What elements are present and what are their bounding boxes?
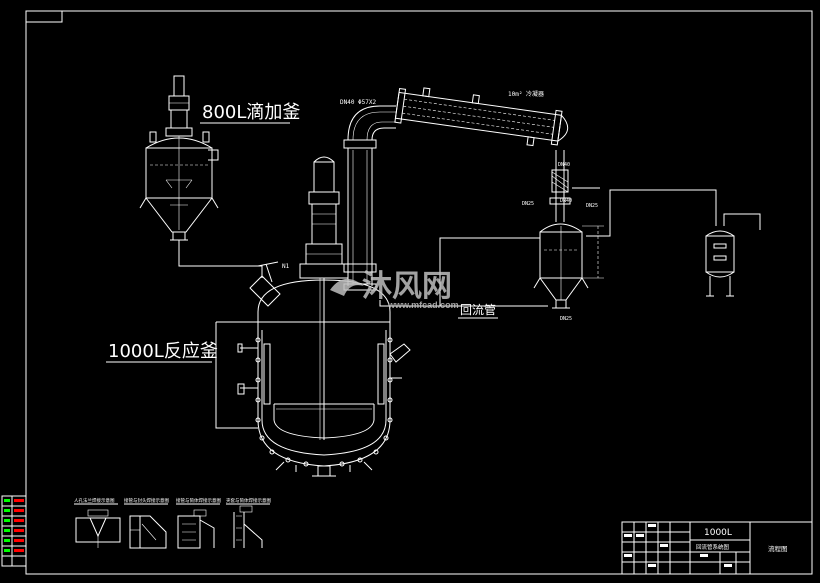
label-dn25-b: DN25 — [586, 203, 598, 209]
weld-details: 人孔法兰焊接示意图 接管与封头焊接示意图 接管与筒体焊接示意图 夹套与筒体焊接示… — [74, 497, 271, 549]
title-block — [621, 521, 813, 575]
label-condenser: 10m² 冷凝器 — [508, 90, 544, 98]
revision-table — [1, 495, 27, 567]
watermark-brand: 沐风网 — [362, 270, 452, 303]
feed-line — [178, 240, 263, 278]
label-weld-2: 接管与封头焊接示意图 — [124, 497, 169, 504]
label-return-pipe: 回流管 — [460, 302, 496, 317]
title-block-sub: 回流管系统图 — [696, 543, 730, 551]
reactor-1000l — [237, 156, 411, 477]
label-tank-1000: 1000L反应釜 — [108, 341, 218, 362]
label-weld-3: 接管与筒体焊接示意图 — [176, 497, 221, 504]
receiver-tank — [533, 223, 604, 309]
receiver-line — [549, 150, 600, 222]
condenser — [394, 87, 569, 147]
label-weld-4: 夹套与筒体焊接示意图 — [226, 497, 271, 504]
title-block-name: 1000L — [704, 528, 732, 538]
return-pipe-b — [379, 300, 440, 307]
label-dn40-a: DN40 — [558, 162, 570, 168]
watermark-logo-icon — [330, 278, 364, 296]
label-leader-1000 — [215, 322, 258, 429]
drawing-border — [25, 10, 813, 575]
buffer-tank — [586, 189, 761, 297]
label-tank-800: 800L滴加釜 — [202, 102, 300, 123]
tank-800l — [139, 75, 219, 241]
watermark: 沐风网 www.mfcad.com — [330, 270, 459, 310]
label-dn40-b: DN40 — [560, 198, 572, 204]
label-dn25-c: DN25 — [560, 316, 572, 322]
corner-label-box — [25, 10, 63, 23]
title-block-right: 流程图 — [768, 544, 788, 553]
jacket-supports — [255, 337, 393, 467]
return-pipe-a — [439, 237, 548, 307]
label-n1: N1 — [282, 263, 290, 270]
label-dn25-a: DN25 — [522, 201, 534, 207]
watermark-url: www.mfcad.com — [387, 300, 459, 310]
vapor-riser — [343, 105, 396, 291]
label-weld-1: 人孔法兰焊接示意图 — [74, 497, 115, 504]
label-pipe-spec: DN40 Φ57X2 — [340, 99, 377, 106]
